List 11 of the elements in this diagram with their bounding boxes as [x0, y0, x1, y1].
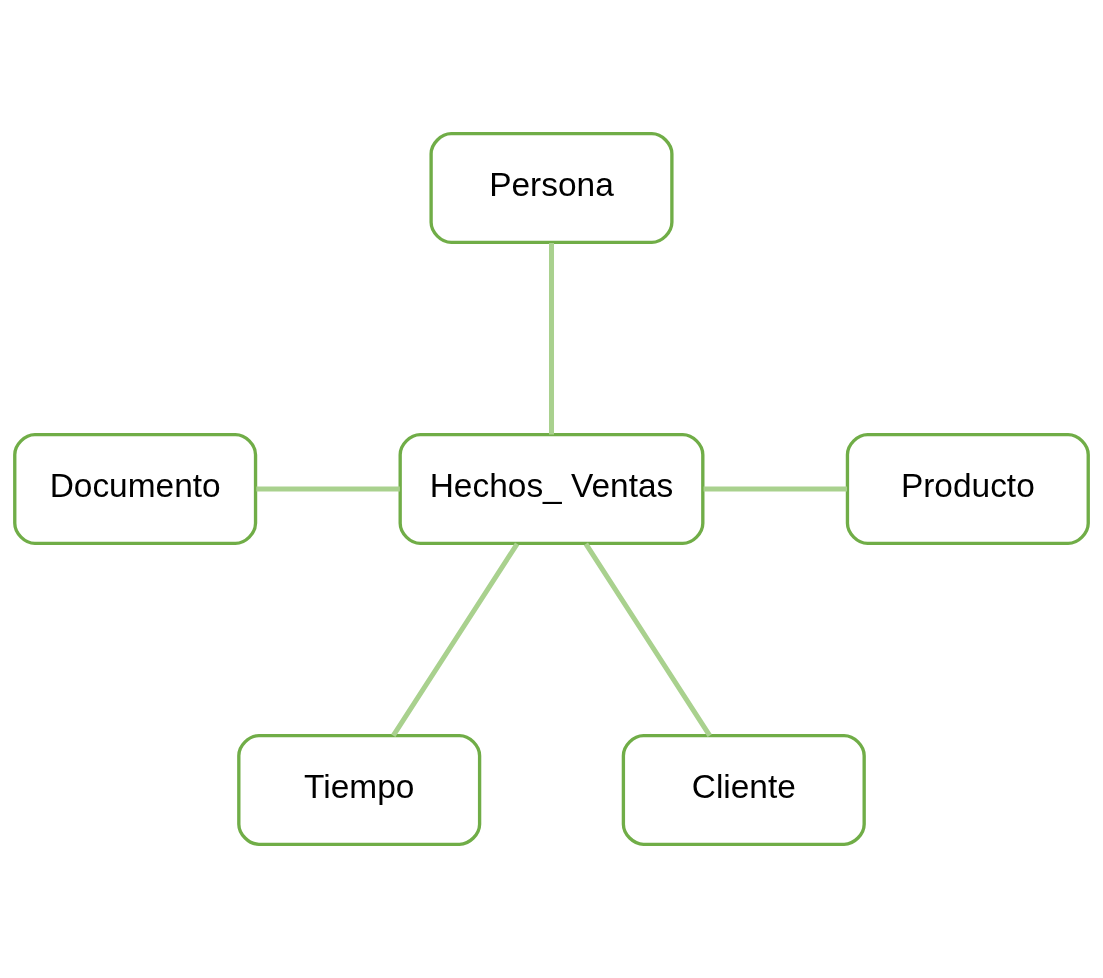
- node-box: Producto: [845, 433, 1090, 545]
- connector: [583, 542, 712, 737]
- connector: [391, 542, 520, 737]
- node-box: Cliente: [621, 733, 866, 846]
- node-box: Hechos_ Ventas: [398, 433, 705, 545]
- connector: [703, 486, 848, 492]
- connector: [256, 486, 400, 492]
- node-box: Tiempo: [237, 733, 482, 846]
- node-box: Persona: [429, 132, 674, 245]
- connector: [549, 242, 554, 435]
- node-box: Documento: [13, 433, 258, 545]
